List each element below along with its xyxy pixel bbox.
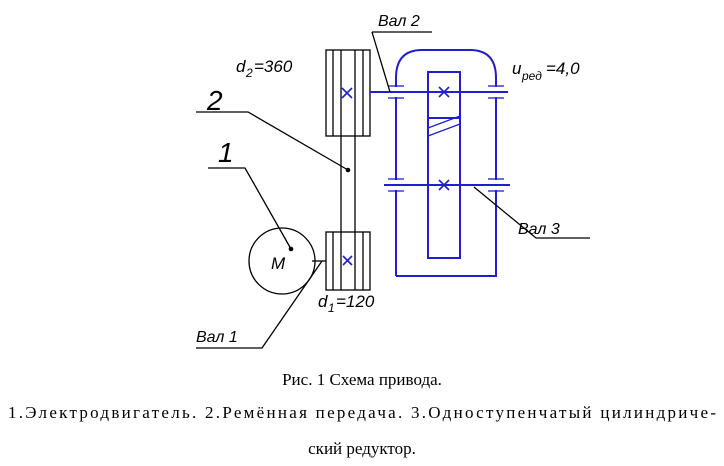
- legend-line-2: ский редуктор.: [308, 439, 416, 458]
- figure-caption: Рис. 1 Схема привода.: [282, 370, 442, 389]
- d1-label-main: d: [318, 292, 328, 311]
- gear-reducer: [370, 49, 510, 277]
- shaft2-label: Вал 2: [378, 13, 420, 30]
- leader-lines: [196, 31, 590, 349]
- callout-2-label: 2: [206, 85, 223, 116]
- d2-label-value: =360: [254, 57, 293, 76]
- driven-gear-mark: [438, 179, 450, 191]
- d1-label-value: =120: [336, 292, 375, 311]
- gear-mesh-line: [427, 123, 461, 137]
- callout2-leader: [196, 111, 349, 171]
- u-label-value: =4,0: [546, 59, 580, 78]
- callout-1-label: 1: [218, 137, 234, 168]
- shaft3-label: Вал 3: [518, 221, 560, 238]
- small-pulley: [325, 231, 371, 291]
- u-label-sub: ред: [521, 69, 542, 83]
- pinion-mark: [438, 86, 450, 98]
- d2-label-main: d: [236, 57, 246, 76]
- large-pulley-bearing-mark: [341, 87, 353, 99]
- reducer-housing: [395, 49, 497, 277]
- shaft1-label: Вал 1: [196, 329, 238, 346]
- motor-label: M: [271, 254, 286, 273]
- d1-label-sub: 1: [328, 301, 335, 315]
- shaft1-leader: [196, 260, 323, 349]
- shaft3-leader: [473, 186, 590, 239]
- driven-gear: [427, 117, 461, 259]
- shaft2-leader: [371, 31, 391, 93]
- callout1-leader: [208, 167, 292, 250]
- d2-label-sub: 2: [245, 66, 253, 80]
- legend-line-1: 1.Электродвигатель. 2.Ремённая передача.…: [8, 403, 716, 422]
- electric-motor: M: [248, 227, 316, 295]
- u-label-main: u: [512, 59, 522, 78]
- small-pulley-bearing-mark: [342, 255, 353, 266]
- pinion-gear: [427, 71, 461, 119]
